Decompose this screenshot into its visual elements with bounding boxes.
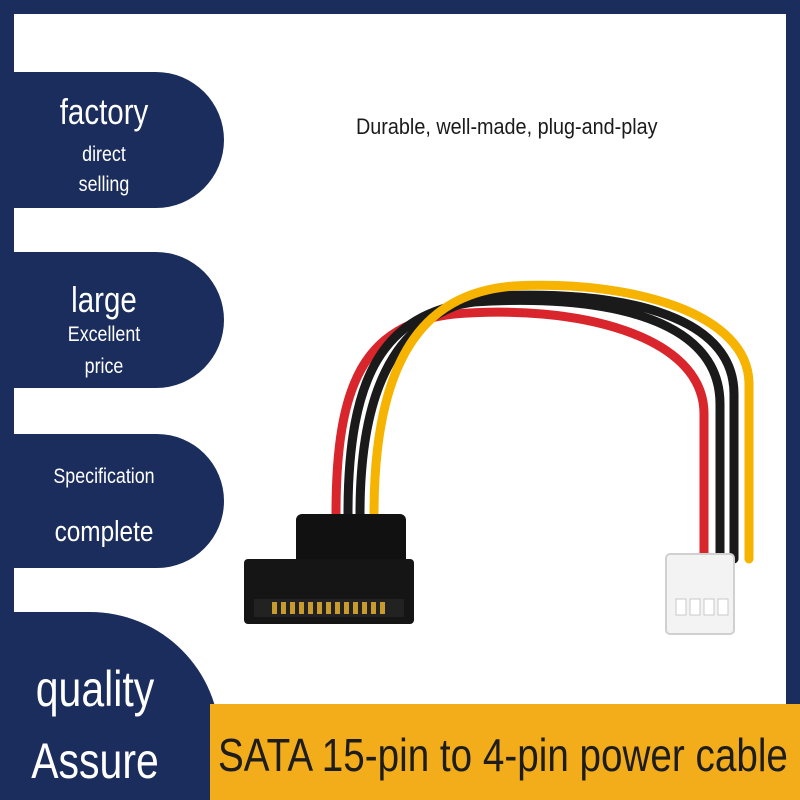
quality-line2: Assure: [31, 733, 159, 789]
wire-yellow: [369, 280, 754, 564]
product-title: SATA 15-pin to 4-pin power cable: [218, 729, 788, 781]
badge-line: direct: [82, 143, 126, 166]
quality-badge: quality Assure: [0, 612, 220, 800]
wire-black-2: [355, 290, 739, 564]
product-image: [244, 280, 754, 635]
badge-price: large Excellent price: [14, 252, 224, 388]
badge-line: Excellent: [67, 323, 141, 346]
badge-factory: factory direct selling: [14, 72, 224, 208]
badge-line: price: [84, 355, 124, 378]
badge-specification: Specification complete: [14, 434, 224, 568]
product-title-banner: SATA 15-pin to 4-pin power cable: [210, 704, 800, 800]
product-canvas: Durable, well-made, plug-and-play: [14, 14, 786, 704]
wire-red: [331, 307, 709, 564]
badge-title: complete: [54, 516, 154, 548]
badge-line: Specification: [53, 465, 155, 488]
quality-line1: quality: [35, 661, 155, 717]
floppy-connector: [665, 553, 735, 635]
badge-title: large: [71, 279, 137, 320]
badge-line: selling: [78, 173, 130, 196]
sata-connector: [244, 514, 414, 624]
badge-title: factory: [59, 91, 149, 132]
tagline: Durable, well-made, plug-and-play: [356, 114, 658, 139]
